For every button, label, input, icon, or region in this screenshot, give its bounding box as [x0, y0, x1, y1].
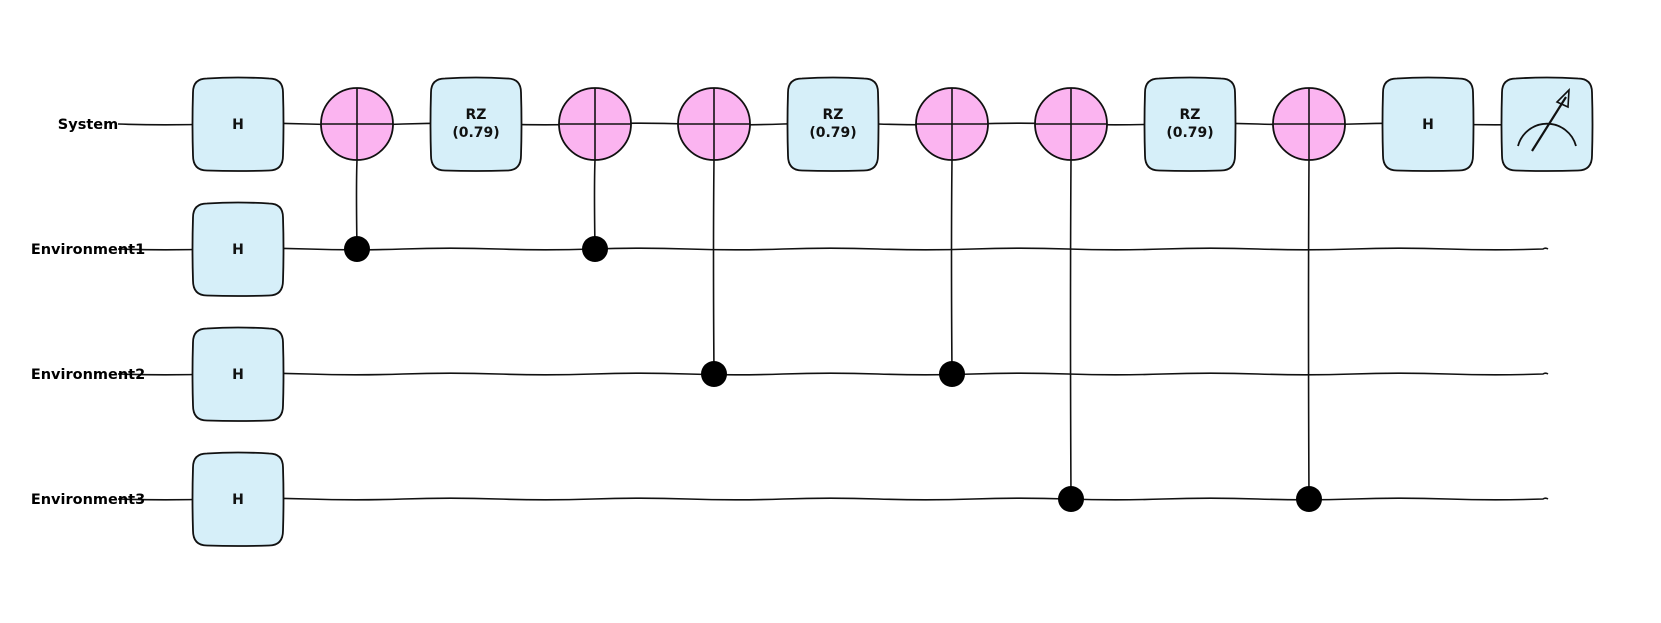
h-gate-label: H — [1422, 117, 1434, 133]
meter-needle — [1531, 96, 1567, 152]
h-gate-label: H — [232, 117, 244, 133]
rz-gate-label: RZ — [466, 107, 487, 123]
qubit-labels: SystemEnvironment1Environment2Environmen… — [31, 117, 145, 508]
rz-gate-param: (0.79) — [1166, 125, 1213, 141]
rz-gate-label: RZ — [1180, 107, 1201, 123]
h-gate — [1381, 76, 1475, 172]
h-gate — [191, 201, 285, 297]
control-dot — [1058, 486, 1084, 512]
h-gate-label: H — [232, 492, 244, 508]
rz-gate-label: RZ — [823, 107, 844, 123]
h-gate-label: H — [232, 242, 244, 258]
qubit-wire — [117, 372, 1549, 376]
qubit-label: Environment3 — [31, 492, 145, 508]
h-gate — [191, 76, 285, 172]
control-dot — [344, 236, 370, 262]
control-line — [1307, 159, 1310, 500]
control-line — [1069, 159, 1072, 500]
rz-gate-param: (0.79) — [809, 125, 856, 141]
control-lines — [355, 159, 1310, 500]
rz-gate-param: (0.79) — [452, 125, 499, 141]
h-gate — [191, 451, 285, 547]
qubit-label: Environment1 — [31, 242, 145, 258]
control-dot — [701, 361, 727, 387]
qubit-label: System — [58, 117, 118, 133]
control-line — [593, 159, 596, 250]
control-dot — [1296, 486, 1322, 512]
rz-gate — [786, 76, 880, 172]
meter-arrow-head — [1555, 87, 1570, 109]
meter-icon — [1517, 122, 1577, 147]
qubit-wire — [117, 497, 1549, 501]
wires — [117, 122, 1549, 501]
control-dot — [939, 361, 965, 387]
control-dot — [582, 236, 608, 262]
gates: H H H H RZ (0.79) RZ (0.79) RZ (0.79) H — [191, 76, 1594, 547]
h-gate — [191, 326, 285, 422]
rz-gate — [429, 76, 523, 172]
control-line — [950, 159, 953, 375]
control-line — [355, 159, 358, 250]
h-gate-label: H — [232, 367, 244, 383]
rz-gate — [1143, 76, 1237, 172]
qubit-label: Environment2 — [31, 367, 145, 383]
qubit-wire — [117, 247, 1549, 251]
control-line — [712, 159, 715, 375]
